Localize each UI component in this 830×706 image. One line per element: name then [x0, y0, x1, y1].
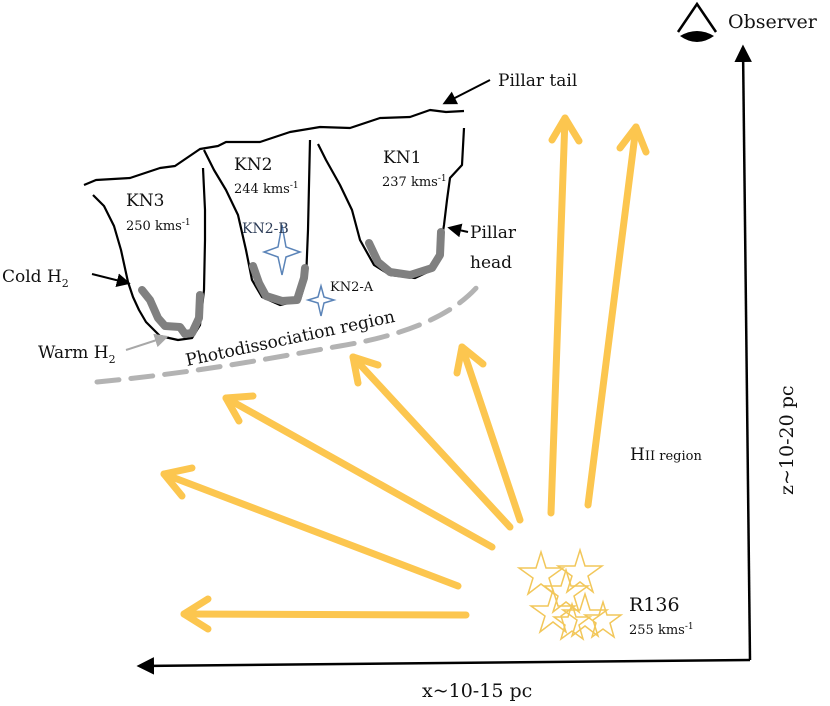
kn2a-star-icon [305, 283, 337, 317]
cold-h2-layers [138, 228, 445, 338]
z-axis [734, 44, 752, 661]
cold-h2-kn2 [249, 262, 309, 305]
axes [136, 44, 752, 675]
eye-icon [676, 1, 718, 42]
warm-h2-arrow [125, 333, 169, 351]
pillar-head-label-line2: head [470, 253, 512, 273]
kn2b-star-icon [261, 224, 303, 276]
cold-h2-label: Cold H2 [2, 267, 69, 290]
x-axis [136, 657, 751, 675]
radiation-arrow [584, 123, 650, 509]
r136-velocity: 255 kms-1 [629, 622, 694, 638]
kn3-name: KN3 [126, 191, 164, 211]
pillar-tail-arrow [442, 79, 491, 105]
kn2b-label: KN2-B [242, 221, 289, 237]
radiation-arrows [160, 114, 650, 633]
warm-h2-boundary [94, 283, 481, 385]
cold-h2-kn3 [138, 286, 204, 338]
kn2-velocity: 244 kms-1 [234, 181, 299, 197]
pillar-head-label-line1: Pillar [470, 223, 517, 243]
z-axis-label: z~10-20 pc [776, 385, 798, 495]
cold-h2-arrow [91, 273, 131, 288]
annotation-arrows [91, 79, 491, 288]
cold-h2-kn1 [365, 228, 445, 279]
radiation-arrow [349, 353, 514, 531]
r136-star-cluster-icon [516, 547, 624, 641]
warm-h2-label: Warm H2 [38, 343, 116, 366]
observer-label: Observer [728, 11, 818, 33]
radiation-arrow [180, 595, 470, 633]
kn2-name: KN2 [234, 155, 272, 175]
kn2a-label: KN2-A [330, 280, 374, 295]
kn1-velocity: 237 kms-1 [382, 174, 447, 190]
hii-region-label: HII region [630, 445, 702, 465]
kn3-velocity: 250 kms-1 [126, 218, 191, 234]
radiation-arrow [547, 114, 583, 517]
kn1-name: KN1 [383, 148, 421, 168]
radiation-arrow [160, 464, 462, 590]
pillar-tail-label: Pillar tail [498, 71, 577, 91]
r136-name: R136 [629, 594, 680, 616]
radiation-arrow [453, 343, 524, 524]
pillar-head-arrow [447, 223, 469, 238]
x-axis-label: x~10-15 pc [422, 680, 532, 702]
radiation-arrow [222, 392, 496, 551]
